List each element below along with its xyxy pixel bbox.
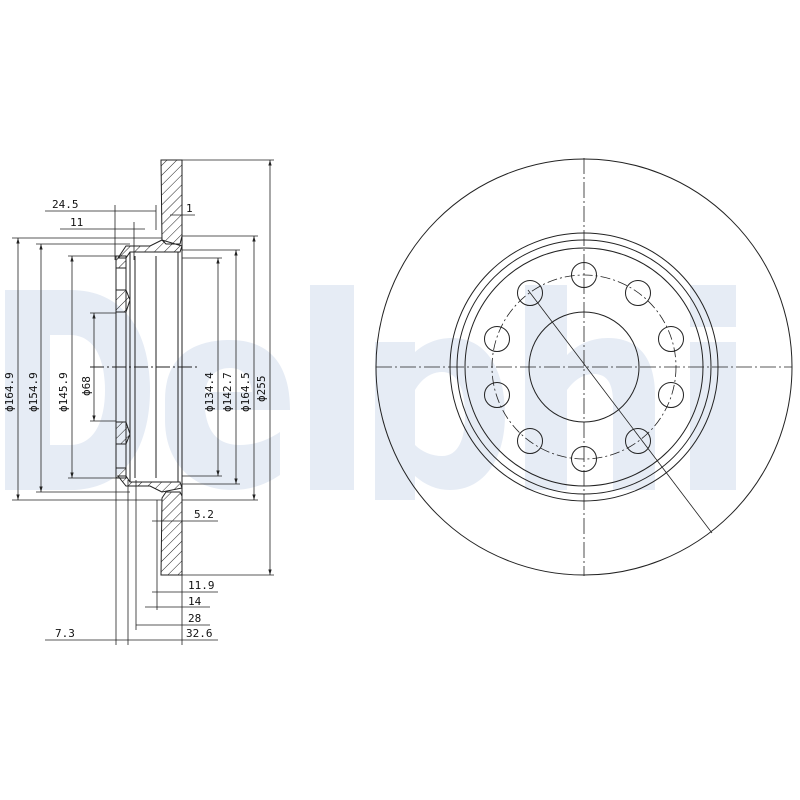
dim-d164-5: ϕ164.5 bbox=[239, 372, 252, 412]
dim-7-3: 7.3 bbox=[55, 627, 75, 640]
dim-11: 11 bbox=[70, 216, 83, 229]
face-view bbox=[375, 158, 793, 576]
dim-d68: ϕ68 bbox=[80, 376, 93, 396]
dim-d154-9: ϕ154.9 bbox=[27, 372, 40, 412]
dimension-labels: 24.5 11 1 5.2 11.9 14 28 32.6 7.3 ϕ164.9… bbox=[3, 198, 268, 640]
dim-32-6: 32.6 bbox=[186, 627, 213, 640]
dim-d255: ϕ255 bbox=[255, 376, 268, 403]
dim-d142-7: ϕ142.7 bbox=[221, 372, 234, 412]
section-view bbox=[90, 159, 200, 576]
dim-24-5: 24.5 bbox=[52, 198, 79, 211]
dim-d164-9: ϕ164.9 bbox=[3, 372, 16, 412]
dim-14: 14 bbox=[188, 595, 202, 608]
dim-5-2: 5.2 bbox=[194, 508, 214, 521]
diameter-leader bbox=[527, 289, 713, 534]
dim-11-9: 11.9 bbox=[188, 579, 215, 592]
dim-d134-4: ϕ134.4 bbox=[203, 372, 216, 412]
dimension-lines bbox=[12, 159, 274, 645]
dim-28: 28 bbox=[188, 612, 201, 625]
dim-d145-9: ϕ145.9 bbox=[57, 372, 70, 412]
dim-1: 1 bbox=[186, 202, 193, 215]
